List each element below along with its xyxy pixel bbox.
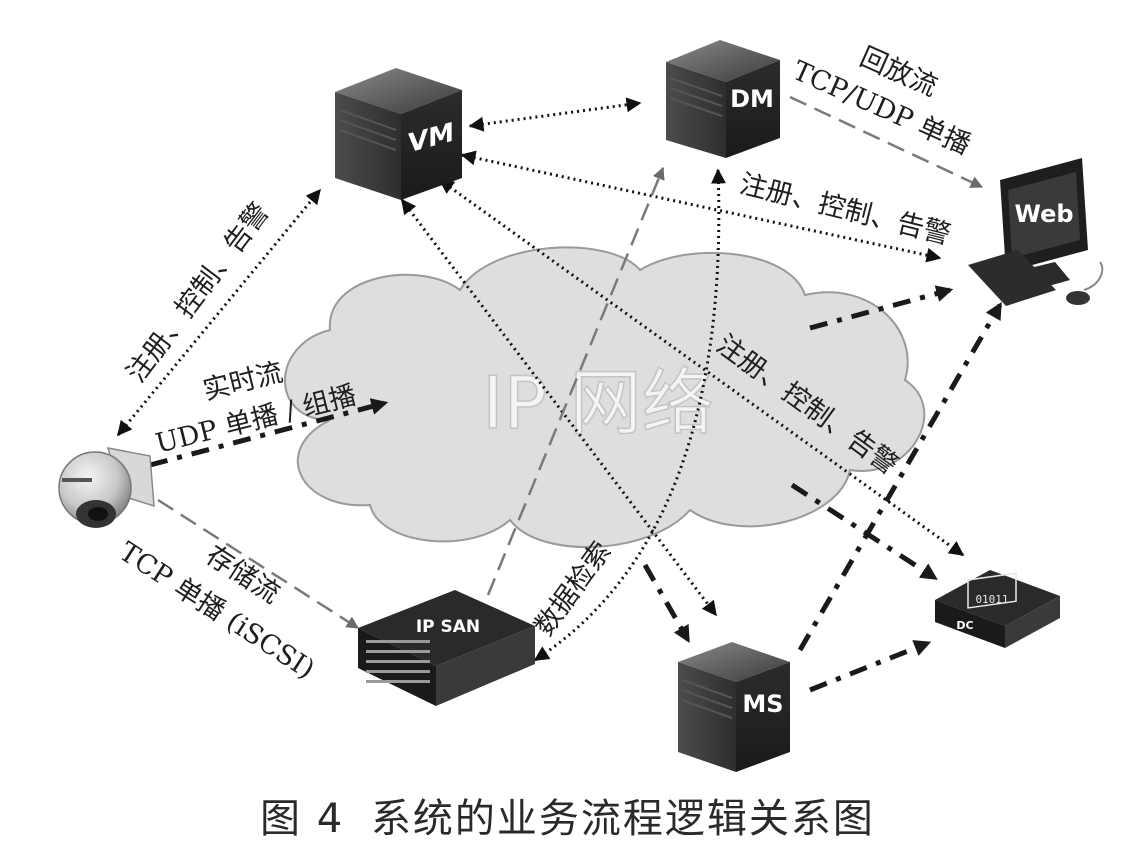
link-ms-web xyxy=(797,302,1003,652)
camera-icon xyxy=(58,447,155,528)
label-retrieval: 数据检索 xyxy=(529,536,618,642)
cloud-label: IP 网络 xyxy=(482,361,714,445)
dc-device: 01011 DC xyxy=(935,570,1060,648)
link-camera-realtime xyxy=(149,398,389,468)
ms-label: MS xyxy=(742,690,783,718)
dc-screen-text: 01011 xyxy=(975,593,1008,606)
ipsan-label: IP SAN xyxy=(416,617,480,637)
label-reg-camera: 注册、控制、告警 xyxy=(121,197,276,388)
link-ms-dc xyxy=(809,640,932,693)
link-cloud-dc xyxy=(790,482,938,581)
link-ipsan-dm xyxy=(486,166,665,596)
link-camera-vm xyxy=(116,188,322,437)
ip-san-storage: IP SAN xyxy=(358,590,535,706)
link-vm-dm xyxy=(468,97,642,132)
link-cloud-web xyxy=(809,285,954,331)
figure-title: 系统的业务流程逻辑关系图 xyxy=(370,796,875,842)
dm-server: DM xyxy=(666,40,780,158)
web-label: Web xyxy=(1014,200,1073,228)
link-dm-web-playback xyxy=(789,95,984,189)
ip-network-cloud: IP 网络 xyxy=(284,246,926,549)
link-camera-ipsan xyxy=(157,498,360,630)
connections xyxy=(116,95,1003,693)
link-cloud-ms xyxy=(642,563,691,643)
figure-caption: 图 4 系统的业务流程逻辑关系图 xyxy=(0,786,1135,844)
dc-label: DC xyxy=(956,619,973,632)
ms-server: MS xyxy=(678,642,790,772)
label-reg-web: 注册、控制、告警 xyxy=(737,169,954,251)
dm-label: DM xyxy=(730,85,774,113)
web-workstation: Web xyxy=(968,158,1104,306)
vm-server: VM xyxy=(335,68,462,200)
figure-number: 图 4 xyxy=(260,796,345,842)
